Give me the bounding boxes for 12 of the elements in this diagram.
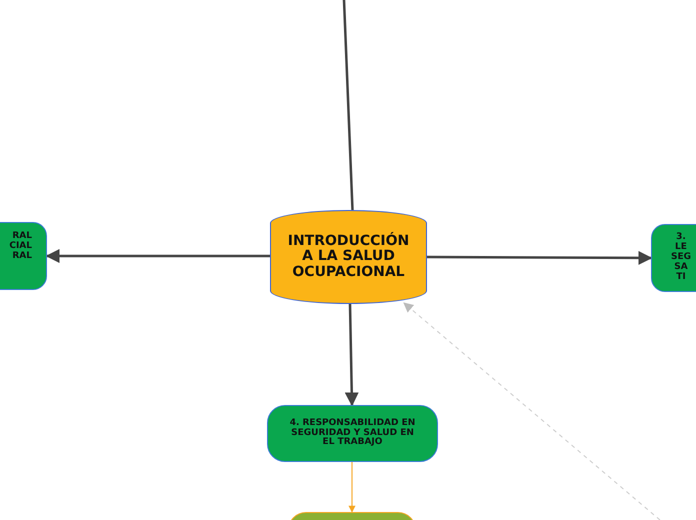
central-topic [270,210,427,304]
topic-label: RAL CIAL RAL [8,232,32,262]
connector [342,0,354,210]
topic-label: 4. RESPONSABILIDAD EN SEGURIDAD Y SALUD EN EL TRABAJO [288,418,416,448]
dashed-connector [403,302,660,520]
connector [344,304,359,406]
connector [348,462,356,513]
connector [427,250,652,265]
connector [46,249,270,263]
topic-label: INTRODUCCIÓN A LA SALUD OCUPACIONAL [286,234,410,280]
topic-label: 3. LE SEG SA TI [671,233,691,283]
topic-box [267,405,438,462]
